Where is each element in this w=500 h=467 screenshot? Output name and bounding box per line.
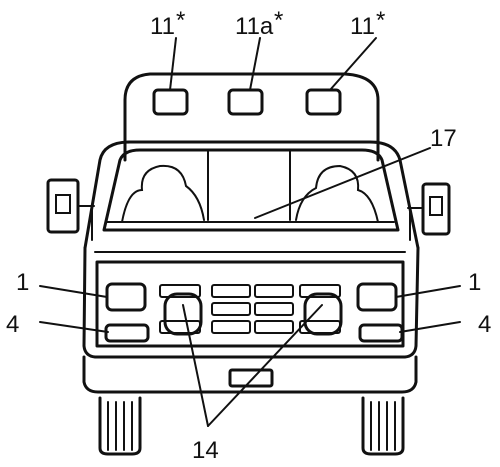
label-4-left: 4 bbox=[6, 311, 19, 338]
seat-left bbox=[121, 164, 205, 223]
label-11-right: 11 bbox=[350, 13, 375, 40]
hood-outline bbox=[82, 246, 420, 359]
grille-lamp-left bbox=[163, 292, 203, 336]
leader-14-right bbox=[207, 304, 323, 427]
leader-17 bbox=[254, 147, 431, 219]
grille-panel bbox=[95, 260, 405, 348]
label-11a: 11a bbox=[235, 13, 274, 40]
label-1-right: 1 bbox=[468, 269, 481, 296]
leader-11a bbox=[249, 37, 261, 91]
label-11-right-asterisk: * bbox=[376, 7, 385, 34]
emergency-light-right bbox=[305, 88, 342, 116]
signal-lamp-left bbox=[104, 323, 150, 343]
tire-left bbox=[98, 396, 142, 456]
emergency-light-center bbox=[227, 88, 264, 116]
label-14: 14 bbox=[192, 437, 219, 464]
license-plate bbox=[228, 368, 274, 388]
leader-14-left bbox=[182, 304, 209, 427]
windshield bbox=[102, 148, 400, 232]
seat-right bbox=[295, 164, 379, 223]
leader-11-right bbox=[329, 37, 377, 91]
leader-1-left bbox=[39, 285, 108, 298]
label-11-left: 11 bbox=[150, 13, 175, 40]
mirror-left bbox=[46, 178, 80, 234]
label-4-right: 4 bbox=[478, 311, 491, 338]
emergency-light-left bbox=[152, 88, 189, 116]
label-11-left-asterisk: * bbox=[176, 7, 185, 34]
grille-lamp-right bbox=[303, 292, 343, 336]
leader-1-right bbox=[395, 285, 461, 298]
cab-outline bbox=[83, 140, 420, 250]
mirror-right-inner bbox=[429, 196, 443, 216]
mirror-right bbox=[421, 182, 451, 236]
label-1-left: 1 bbox=[16, 269, 29, 296]
ambulance-box-outline bbox=[123, 72, 380, 162]
headlamp-left bbox=[105, 282, 147, 312]
leader-4-right bbox=[399, 321, 461, 333]
label-11a-asterisk: * bbox=[274, 7, 283, 34]
label-17: 17 bbox=[430, 125, 457, 152]
leader-11-left bbox=[169, 37, 177, 91]
bumper bbox=[82, 355, 418, 394]
leader-4-left bbox=[39, 321, 109, 333]
mirror-left-inner bbox=[55, 194, 71, 214]
headlamp-right bbox=[356, 282, 398, 312]
tire-right bbox=[361, 396, 405, 456]
signal-lamp-right bbox=[358, 323, 404, 343]
